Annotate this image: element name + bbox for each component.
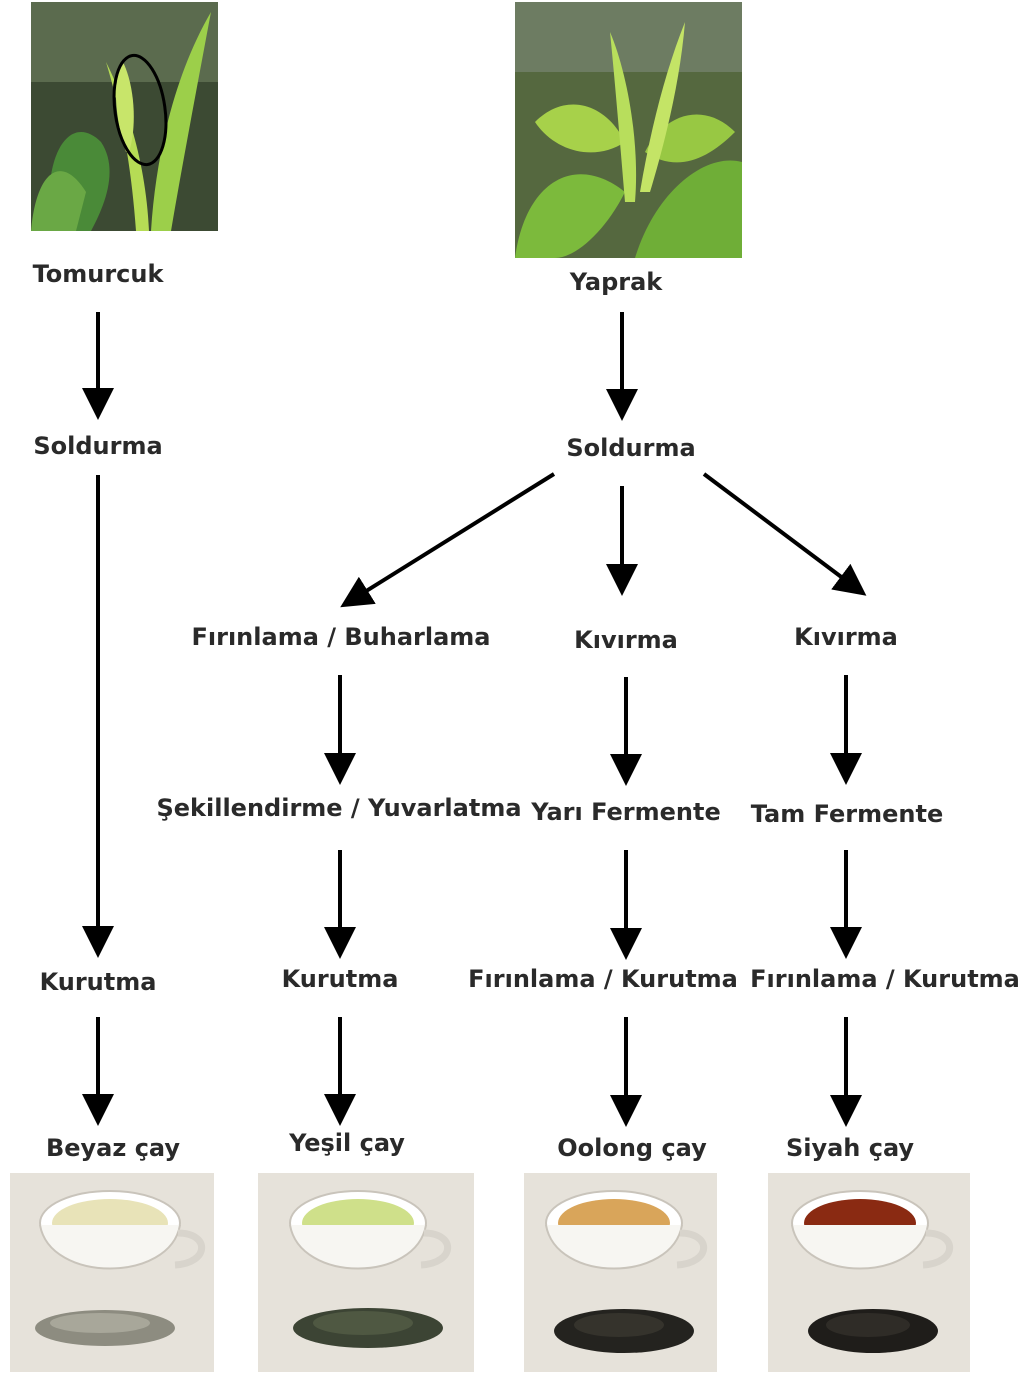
oolong-bakedry-label: Fırınlama / Kurutma	[468, 967, 738, 991]
bud-label: Tomurcuk	[33, 262, 164, 286]
green-tea-label: Yeşil çay	[289, 1131, 405, 1155]
black-tea-label: Siyah çay	[786, 1136, 914, 1160]
shape-roll-label: Şekillendirme / Yuvarlatma	[156, 796, 521, 820]
green-dry-label: Kurutma	[282, 967, 399, 991]
oolong-roll-label: Kıvırma	[574, 628, 678, 652]
full-ferment-label: Tam Fermente	[751, 802, 944, 826]
white-tea-label: Beyaz çay	[46, 1136, 180, 1160]
leaf-label: Yaprak	[570, 270, 663, 294]
black-bakedry-label: Fırınlama / Kurutma	[750, 967, 1020, 991]
leaf-wither-label: Soldurma	[566, 436, 695, 460]
oolong-tea-label: Oolong çay	[557, 1136, 707, 1160]
bake-steam-label: Fırınlama / Buharlama	[192, 625, 491, 649]
white-wither-label: Soldurma	[33, 434, 162, 458]
arrow-wither-to-roll-black	[704, 474, 860, 591]
semi-ferment-label: Yarı Fermente	[531, 800, 720, 824]
arrow-wither-to-bake	[347, 474, 554, 603]
black-roll-label: Kıvırma	[794, 625, 898, 649]
white-dry-label: Kurutma	[40, 970, 157, 994]
